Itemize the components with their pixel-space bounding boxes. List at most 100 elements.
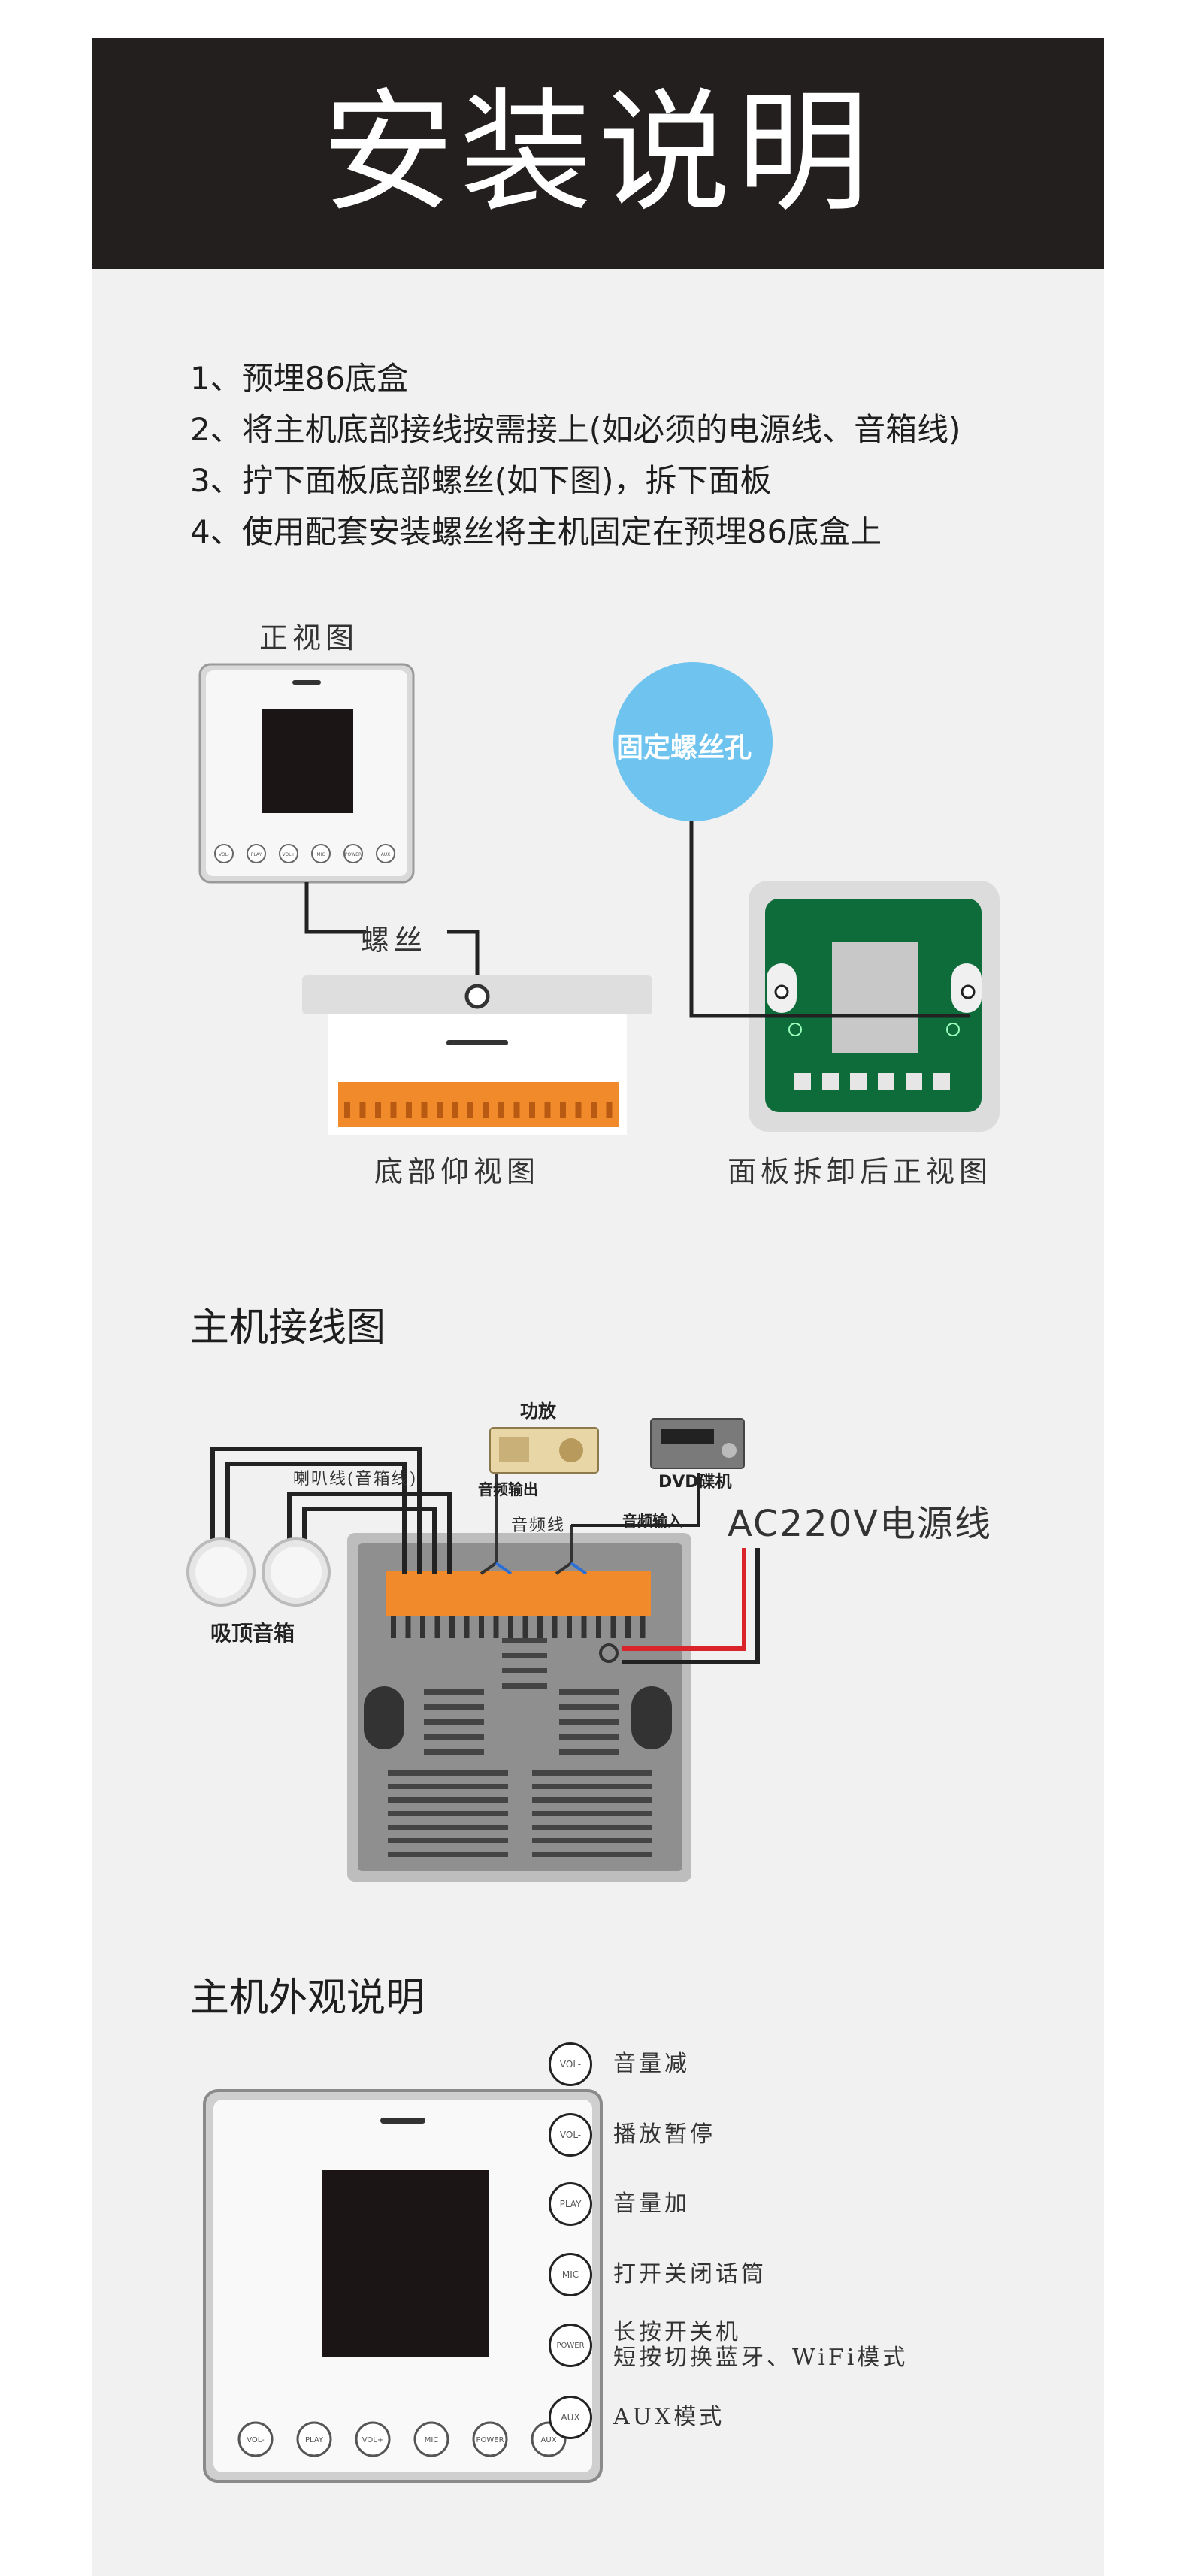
terminal-pin [529, 1102, 535, 1118]
terminal-pin [405, 1616, 411, 1638]
terminal-pin [390, 1102, 397, 1118]
step-3: 3、拧下面板底部螺丝(如下图)，拆下面板 [190, 462, 772, 499]
vent-slot [502, 1638, 547, 1643]
terminal-pin [420, 1616, 425, 1638]
mini-button-play: PLAY [247, 844, 266, 863]
vol-down-icon: VOL- [549, 2113, 592, 2157]
svg-text:VOL-: VOL- [219, 852, 229, 857]
legend-item-mic: MIC 打开关闭话筒 [549, 2248, 767, 2301]
terminal-pin [483, 1102, 489, 1118]
terminal-pin [560, 1102, 566, 1118]
dvd-label: DVD碟机 [658, 1473, 732, 1492]
panel-removed-label: 面板拆卸后正视图 [728, 1155, 993, 1188]
terminal-pin [522, 1616, 528, 1638]
terminal-pin [449, 1616, 455, 1638]
terminal-pin [467, 1102, 473, 1118]
svg-text:POWER: POWER [345, 852, 362, 857]
pcb-pad [878, 1073, 894, 1090]
terminal-pin [610, 1616, 616, 1638]
mini-button-row: VOL- PLAY VOL+ MIC POWER AUX [214, 844, 395, 863]
mini-button-aux: AUX [376, 844, 395, 863]
svg-text:VOL+: VOL+ [282, 852, 295, 857]
mini-button-power: POWER [343, 844, 363, 863]
terminal-pin [344, 1102, 350, 1118]
terminal-pin [537, 1616, 543, 1638]
vent-slot [559, 1719, 619, 1725]
step-1: 1、预埋86底盒 [190, 360, 409, 397]
legend-text-line1: 长按开关机 [613, 2319, 741, 2345]
vent-slot [559, 1689, 619, 1695]
vent-slot [559, 1734, 619, 1740]
appearance-section-title: 主机外观说明 [190, 1976, 425, 2021]
vent-slot [559, 1749, 619, 1755]
legend-text: 音量加 [613, 2191, 690, 2217]
panel-button-power: POWER [472, 2421, 508, 2457]
vent-slot [388, 1811, 508, 1816]
terminal-pin [606, 1102, 613, 1118]
terminal-pin [437, 1102, 443, 1118]
terminal-pin [498, 1102, 504, 1118]
terminal-pin [508, 1616, 513, 1638]
terminal-pin [391, 1616, 396, 1638]
audio-in-label: 音频输入 [622, 1512, 682, 1530]
svg-text:POWER: POWER [476, 2436, 504, 2444]
pcb-pad [822, 1073, 839, 1090]
mini-button-vol: VOL+ [279, 844, 298, 863]
header-banner: 安装说明 [92, 38, 1104, 269]
legend-text: 打开关闭话筒 [613, 2261, 767, 2287]
bottom-view-label: 底部仰视图 [374, 1155, 540, 1188]
vent-slot [532, 1838, 652, 1843]
power-icon: POWER [549, 2324, 592, 2367]
terminal-pin [513, 1102, 520, 1118]
svg-text:MIC: MIC [316, 852, 325, 857]
terminal-pin [375, 1102, 381, 1118]
panel-button-vol: VOL- [237, 2421, 274, 2457]
vent-slot [388, 1825, 508, 1830]
host-front-device: VOL- PLAY VOL+ MIC POWER AUX [203, 2089, 603, 2483]
terminal-pin [640, 1616, 646, 1638]
terminal-pin [359, 1102, 366, 1118]
terminal-pin [434, 1616, 440, 1638]
terminal-pin [479, 1616, 484, 1638]
vent-slot [502, 1683, 547, 1689]
vent-slot [502, 1653, 547, 1658]
terminal-pin [544, 1102, 551, 1118]
screw-label: 螺丝 [361, 924, 428, 957]
terminal-pin [567, 1616, 572, 1638]
panel-button-vol: VOL+ [355, 2421, 391, 2457]
vent-slot [388, 1852, 508, 1857]
audio-wire-label: 音频线 [511, 1516, 566, 1535]
aux-icon: AUX [549, 2396, 592, 2439]
svg-text:PLAY: PLAY [251, 852, 262, 857]
play-icon: PLAY [549, 2182, 592, 2226]
vent-slot [424, 1734, 484, 1740]
legend-item-play-pause: VOL- 播放暂停 [549, 2109, 715, 2161]
vent-slot [532, 1811, 652, 1816]
step-2: 2、将主机底部接线按需接上(如必须的电源线、音箱线) [190, 411, 961, 448]
terminal-pin [493, 1616, 499, 1638]
pcb-pad [850, 1073, 867, 1090]
vent-slot [559, 1704, 619, 1710]
vent-slot [388, 1838, 508, 1843]
svg-text:AUX: AUX [540, 2436, 556, 2444]
page-title: 安装说明 [321, 76, 875, 230]
vent-slot [532, 1797, 652, 1803]
terminal-pin [581, 1616, 587, 1638]
terminal-pin [625, 1616, 631, 1638]
screw-icon [464, 984, 490, 1009]
vent-slot [388, 1770, 508, 1776]
panel-button-play: PLAY [296, 2421, 332, 2457]
install-steps: 1、预埋86底盒 2、将主机底部接线按需接上(如必须的电源线、音箱线) 3、拧下… [190, 353, 961, 558]
dvd-player-icon [650, 1418, 745, 1469]
vent-slot [388, 1797, 508, 1803]
legend-item-power: POWER 长按开关机 短按切换蓝牙、WiFi模式 [549, 2319, 908, 2372]
vent-slot [424, 1719, 484, 1725]
terminal-pin [552, 1616, 558, 1638]
bottom-view-device [302, 975, 652, 1135]
svg-text:MIC: MIC [425, 2436, 439, 2444]
terminal-pin [406, 1102, 412, 1118]
vent-slot [388, 1784, 508, 1789]
